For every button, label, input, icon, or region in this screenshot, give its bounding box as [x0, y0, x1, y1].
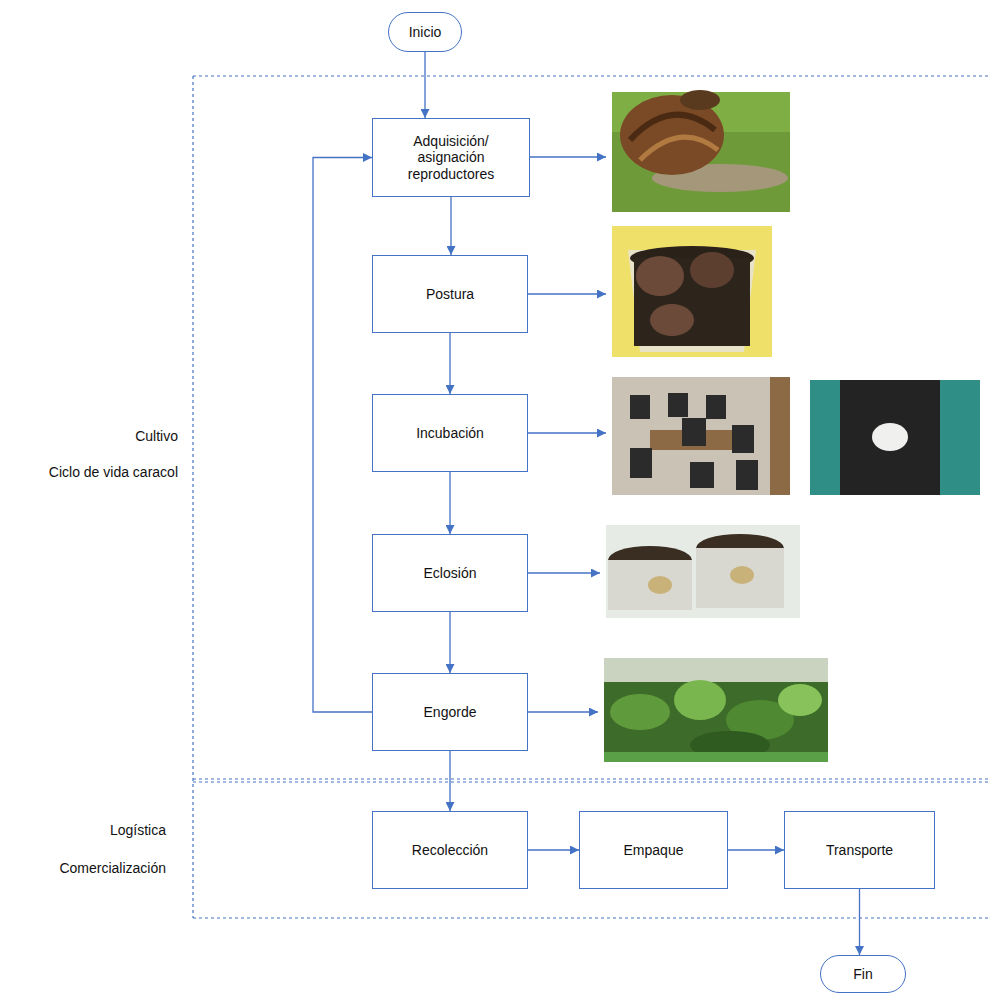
process-box: Adquisición/ asignación reproductores	[372, 118, 530, 197]
node-text: Recolección	[412, 842, 488, 858]
node-text: Empaque	[624, 842, 684, 858]
region-label: Ciclo de vida caracol	[0, 464, 178, 480]
flow-arrow	[450, 197, 451, 255]
laying-photo	[612, 226, 772, 357]
process-box: Incubación	[372, 394, 528, 472]
start-terminal: Inicio	[388, 12, 462, 52]
flow-arrow	[449, 333, 450, 394]
flow-arrow	[449, 472, 450, 534]
fattening-photo	[604, 658, 828, 762]
process-box: Postura	[372, 255, 528, 333]
flow-arrow	[313, 158, 372, 713]
flow-arrow	[449, 751, 450, 811]
process-box: Empaque	[579, 811, 728, 889]
flow-arrow	[728, 849, 784, 850]
snail-photo	[612, 90, 790, 212]
node-text: Eclosión	[424, 565, 477, 581]
process-box: Recolección	[372, 811, 528, 889]
flow-arrow	[859, 889, 860, 955]
process-box: Transporte	[784, 811, 935, 889]
node-text: Engorde	[424, 704, 477, 720]
node-text: Postura	[426, 286, 474, 302]
process-box: Eclosión	[372, 534, 528, 612]
region-label: Cultivo	[0, 428, 178, 444]
flow-arrow	[424, 52, 425, 118]
region-label: Logística	[0, 822, 166, 838]
region-label: Comercialización	[0, 860, 166, 876]
node-text: Adquisición/ asignación reproductores	[381, 133, 521, 181]
end-terminal: Fin	[820, 955, 906, 993]
incubation-photo	[612, 377, 790, 495]
flow-arrow	[528, 849, 579, 850]
flow-arrow	[449, 612, 450, 673]
process-box: Engorde	[372, 673, 528, 751]
node-text: Incubación	[416, 425, 484, 441]
region-outline	[193, 76, 990, 918]
node-text: Transporte	[826, 842, 893, 858]
photo-pointer	[528, 157, 606, 712]
node-text: Inicio	[409, 24, 442, 40]
hatching-photo	[606, 525, 800, 618]
egg-cluster-photo	[810, 380, 980, 495]
node-text: Fin	[853, 966, 872, 982]
